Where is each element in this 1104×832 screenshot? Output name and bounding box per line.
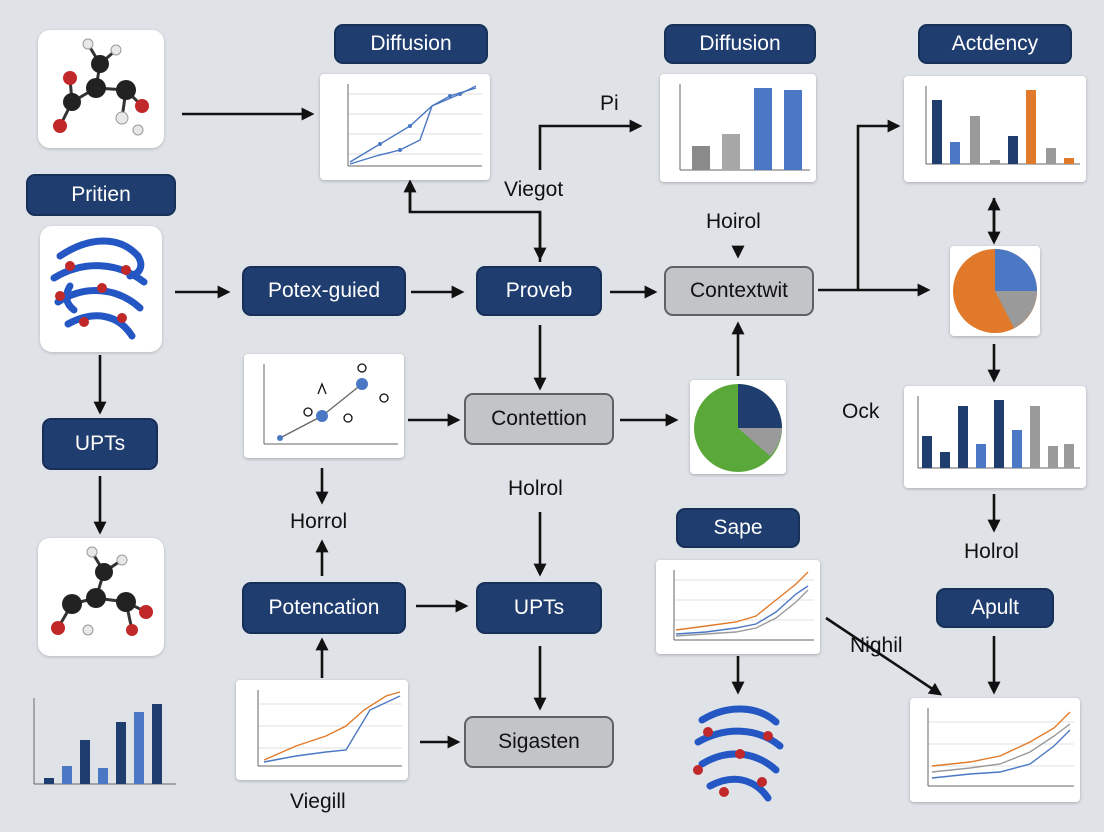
molecule-icon <box>51 546 153 636</box>
node-sape: Sape <box>676 508 800 548</box>
label-pi: Pi <box>600 92 619 115</box>
actdency-bar-chart <box>904 76 1086 182</box>
label-viegill: Viegill <box>290 790 346 813</box>
bottom-left-bar-chart <box>33 698 176 785</box>
right-middle-bar-chart <box>904 386 1086 488</box>
label-nighil: Nighil <box>850 634 903 657</box>
molecule-icon <box>53 38 149 136</box>
node-contettion: Contettion <box>464 393 614 445</box>
bottom-line-chart <box>236 680 408 780</box>
node-upts-left: UPTs <box>42 418 158 470</box>
label-holrol-right: Holrol <box>964 540 1019 563</box>
bottom-right-line-chart <box>910 698 1080 802</box>
node-diffusion-1: Diffusion <box>334 24 488 64</box>
node-proveb: Proveb <box>476 266 602 316</box>
node-apult: Apult <box>936 588 1054 628</box>
node-pritien: Pritien <box>26 174 176 216</box>
node-contextwit: Contextwit <box>664 266 814 316</box>
diffusion-line-chart <box>320 74 490 180</box>
pi-bar-chart <box>660 74 816 182</box>
node-potex-guied: Potex-guied <box>242 266 406 316</box>
node-upts-center: UPTs <box>476 582 602 634</box>
node-actdency: Actdency <box>918 24 1072 64</box>
protein-ribbon-icon <box>693 705 784 802</box>
label-viegot: Viegot <box>504 178 564 201</box>
arrow-contextwit-to-actdency-chart <box>856 119 901 290</box>
label-holrol-center: Holrol <box>508 477 563 500</box>
center-green-pie <box>690 380 786 474</box>
molecule-tile-bottom <box>38 538 164 656</box>
node-potencation: Potencation <box>242 582 406 634</box>
scatter-node-chart <box>244 354 404 458</box>
right-pie-chart <box>950 246 1040 336</box>
label-horrol: Horrol <box>290 510 348 533</box>
label-ock: Ock <box>842 400 880 423</box>
molecule-tile-top <box>38 30 164 148</box>
arrow-to-pi-chart <box>538 119 643 170</box>
sape-line-chart <box>656 560 820 654</box>
node-sigasten: Sigasten <box>464 716 614 768</box>
label-hoirol: Hoirol <box>706 210 761 233</box>
node-diffusion-2: Diffusion <box>664 24 816 64</box>
protein-tile <box>40 226 162 352</box>
arrow-sape-chart-to-bottom-right <box>825 616 943 696</box>
protein-ribbon-icon <box>50 237 148 340</box>
